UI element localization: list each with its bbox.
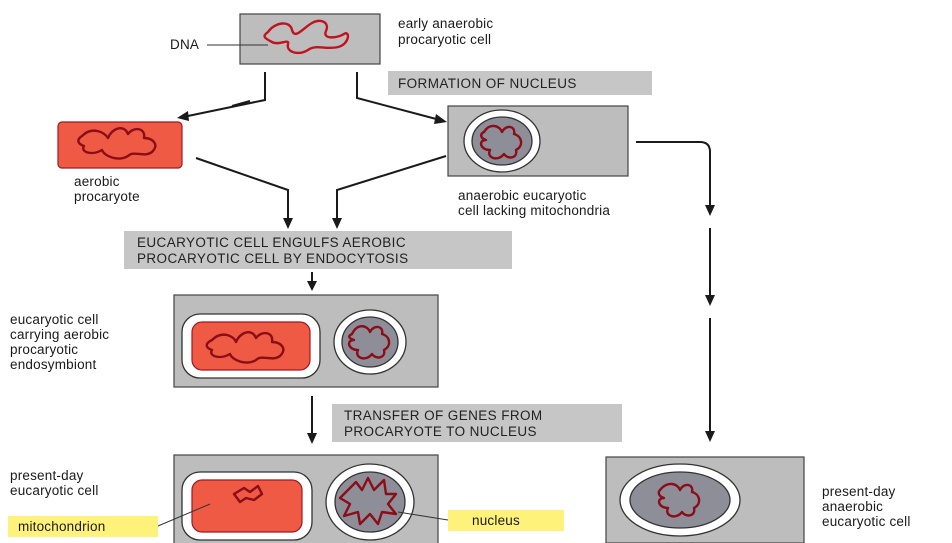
aerobic-label-line2: procaryote xyxy=(74,189,140,204)
early-procaryotic-cell-box xyxy=(240,14,380,64)
arrowhead-to-aerobic xyxy=(177,111,189,121)
engulfs-banner-line1: EUCARYOTIC CELL ENGULFS AEROBIC xyxy=(137,235,406,250)
dna-label: DNA xyxy=(170,37,199,52)
present-day-euk-label-line2: eucaryotic cell xyxy=(10,483,99,498)
anaerobic-euk-label-line1: anaerobic eucaryotic xyxy=(458,188,587,203)
arrow-aerobic-to-engulf xyxy=(196,158,288,222)
arrowhead-to-anaerobic-euk xyxy=(434,114,447,124)
arrowhead-engulf-down xyxy=(307,281,317,291)
arrowhead-right-2 xyxy=(705,295,715,306)
arrowhead-right-1 xyxy=(705,205,715,216)
arrow-euk-to-engulf xyxy=(337,156,446,222)
mitochondrion-label: mitochondrion xyxy=(18,519,105,534)
present-day-anaerobic-label-line3: eucaryotic cell xyxy=(822,514,911,529)
arrow-to-aerobic xyxy=(183,72,265,117)
arrow-right-path-top xyxy=(636,142,710,208)
present-day-anaerobic-label-line1: present-day xyxy=(822,484,896,499)
arrowhead-right-3 xyxy=(705,431,715,442)
engulfs-banner-line2: PROCARYOTIC CELL BY ENDOCYTOSIS xyxy=(137,251,408,266)
present-day-euk-label-line1: present-day xyxy=(10,468,84,483)
anaerobic-euk-label-line2: cell lacking mitochondria xyxy=(458,203,610,218)
arrowhead-transfer-down xyxy=(307,433,317,444)
aerobic-label-line1: aerobic xyxy=(74,174,120,189)
transfer-banner-line2: PROCARYOTE TO NUCLEUS xyxy=(344,424,537,439)
early-cell-label-line2: procaryotic cell xyxy=(398,32,491,47)
arrowhead-aerobic-to-engulf xyxy=(283,218,293,229)
nucleus-label: nucleus xyxy=(472,513,520,528)
formation-banner-text: FORMATION OF NUCLEUS xyxy=(398,76,577,91)
early-cell-label-line1: early anaerobic xyxy=(398,16,493,31)
carrying-label-line1: eucaryotic cell xyxy=(10,312,99,327)
arrowhead-euk-to-engulf xyxy=(332,218,342,229)
mitochondrion-body xyxy=(192,480,302,532)
present-day-anaerobic-label-line2: anaerobic xyxy=(822,499,883,514)
carrying-label-line3: procaryotic xyxy=(10,342,78,357)
carrying-label-line4: endosymbiont xyxy=(10,357,97,372)
transfer-banner-line1: TRANSFER OF GENES FROM xyxy=(344,408,543,423)
carrying-label-line2: carrying aerobic xyxy=(10,327,109,342)
anaerobic-present-nucleus xyxy=(630,472,730,528)
